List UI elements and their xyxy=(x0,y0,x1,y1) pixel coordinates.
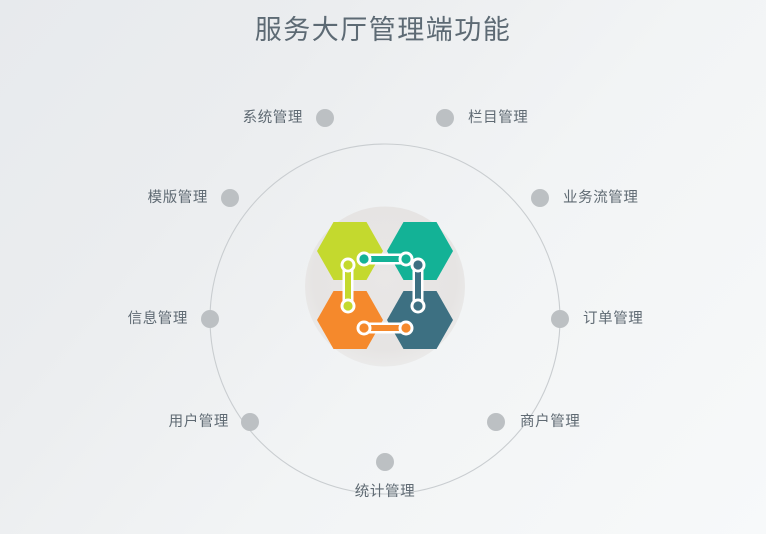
node-dot-system[interactable] xyxy=(316,109,334,127)
node-label-info[interactable]: 信息管理 xyxy=(127,310,188,327)
node-label-merchant[interactable]: 商户管理 xyxy=(520,413,581,430)
link-top xyxy=(356,251,414,267)
node-dot-workflow[interactable] xyxy=(531,189,549,207)
node-dot-user[interactable] xyxy=(241,413,259,431)
node-label-column[interactable]: 栏目管理 xyxy=(468,109,529,126)
node-label-system[interactable]: 系统管理 xyxy=(242,109,303,126)
link-bottom xyxy=(356,320,414,336)
node-label-order[interactable]: 订单管理 xyxy=(583,310,644,327)
node-dot-merchant[interactable] xyxy=(487,413,505,431)
link-right xyxy=(410,257,426,314)
node-label-stats[interactable]: 统计管理 xyxy=(354,484,416,500)
link-left xyxy=(340,257,356,314)
node-label-template[interactable]: 模版管理 xyxy=(147,189,208,206)
hexagon-network-logo xyxy=(317,222,453,349)
node-label-user[interactable]: 用户管理 xyxy=(168,413,229,430)
node-dot-template[interactable] xyxy=(221,189,239,207)
node-dot-info[interactable] xyxy=(201,310,219,328)
node-label-workflow[interactable]: 业务流管理 xyxy=(563,189,639,206)
node-dot-stats[interactable] xyxy=(376,453,394,471)
node-dot-order[interactable] xyxy=(551,310,569,328)
node-dot-column[interactable] xyxy=(436,109,454,127)
page-title: 服务大厅管理端功能 xyxy=(254,15,512,45)
node-dot-group xyxy=(201,109,569,471)
